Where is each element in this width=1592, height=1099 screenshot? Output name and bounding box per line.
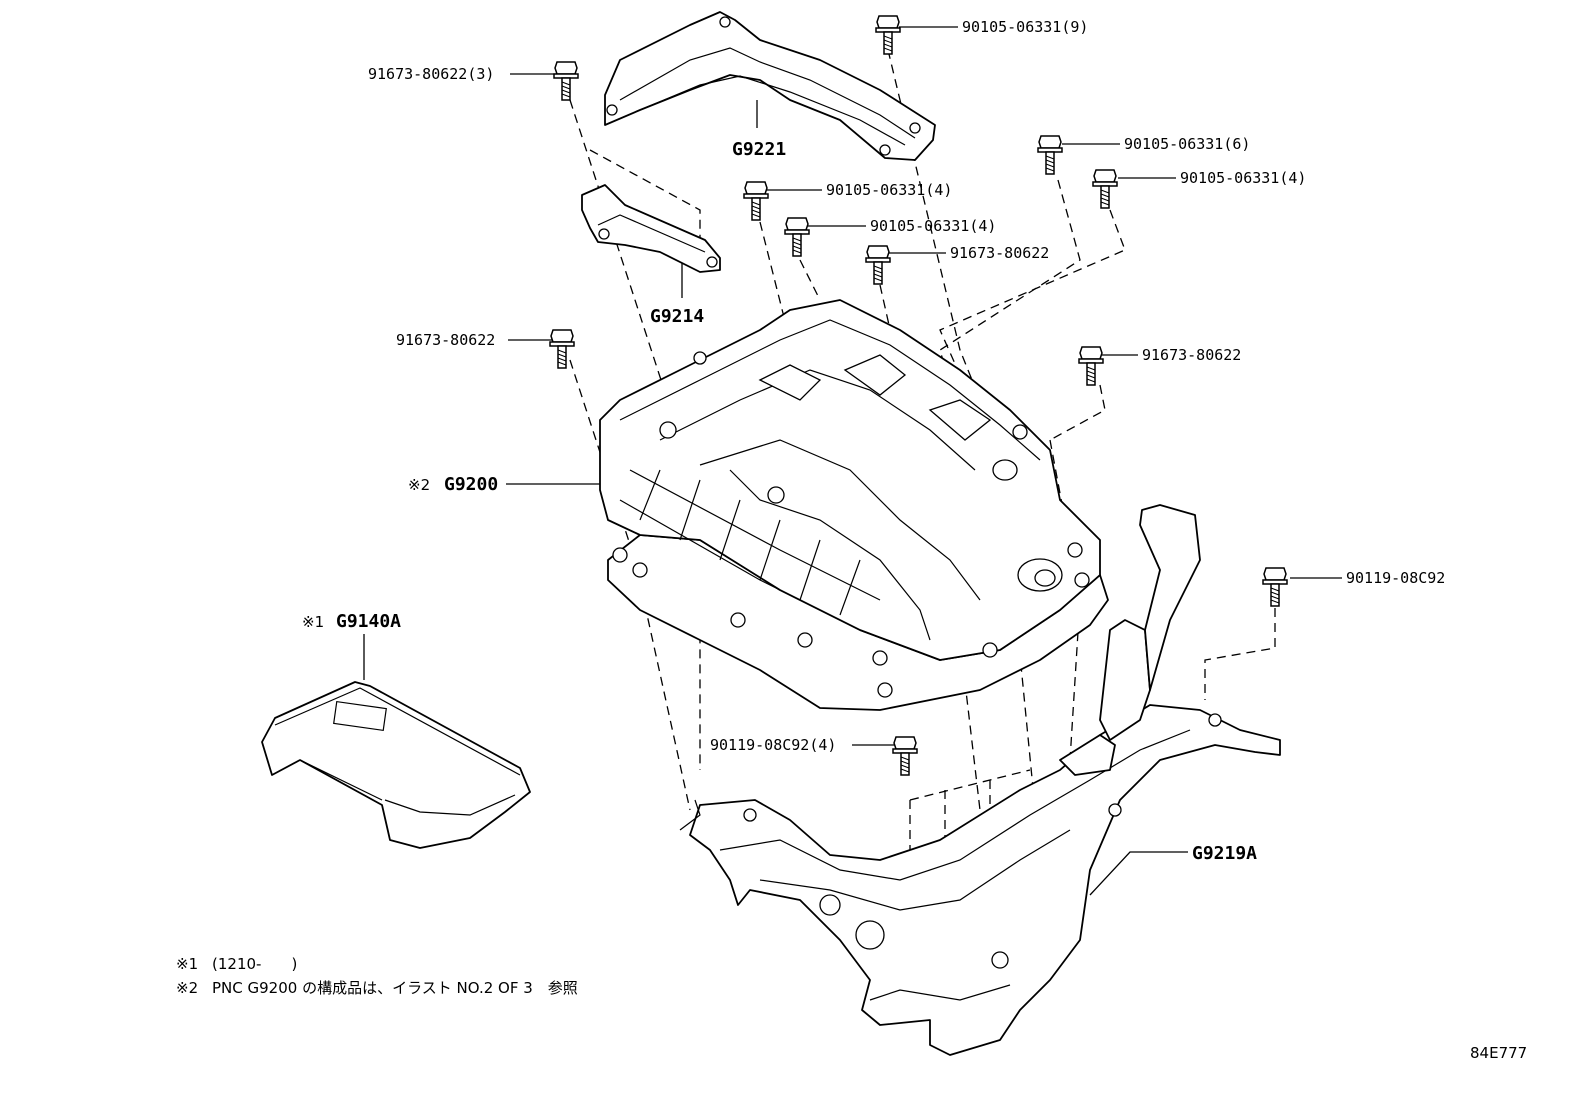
bolt-90119-08c92-4-icon <box>892 736 918 776</box>
g9200-inverter-unit <box>599 299 1109 711</box>
bolt-90105-06331-9-icon <box>875 15 901 55</box>
label-g9214: G9214 <box>650 306 704 327</box>
g9140a-cover <box>261 681 531 849</box>
label-bolt-4a: 90105-06331(4) <box>1180 169 1306 187</box>
label-g9200-mark: ※2 <box>408 476 430 494</box>
label-bolt-3: 91673-80622(3) <box>368 65 494 83</box>
note2-text: PNC G9200 の構成品は、イラスト NO.2 OF 3 参照 <box>212 979 578 997</box>
label-bolt-91673-c: 91673-80622 <box>1142 346 1241 364</box>
note1-text: (1210- ) <box>212 955 297 973</box>
label-bolt-90119-4: 90119-08C92(4) <box>710 736 836 754</box>
label-bolt-91673-a: 91673-80622 <box>950 244 1049 262</box>
label-bolt-90119: 90119-08C92 <box>1346 569 1445 587</box>
label-g9221: G9221 <box>732 139 786 160</box>
bolt-90119-08c92-icon <box>1262 567 1288 607</box>
label-bolt-91673-b: 91673-80622 <box>396 331 495 349</box>
part-labels: 90105-06331(9) 91673-80622(3) 90105-0633… <box>302 18 1445 864</box>
g9221-bracket <box>604 11 936 161</box>
bolt-90105-06331-4b-icon <box>743 181 769 221</box>
label-bolt-4c: 90105-06331(4) <box>870 217 996 235</box>
bolt-90105-06331-6-icon <box>1037 135 1063 175</box>
label-g9200: G9200 <box>444 474 498 495</box>
label-bolt-6: 90105-06331(6) <box>1124 135 1250 153</box>
g9214-bracket <box>581 184 721 273</box>
label-bolt-9: 90105-06331(9) <box>962 18 1088 36</box>
bolt-90105-06331-4c-icon <box>784 217 810 257</box>
bolt-91673-80622-a-icon <box>865 245 891 285</box>
figure-id: 84E777 <box>1470 1044 1527 1062</box>
bolt-91673-80622-c-icon <box>1078 346 1104 386</box>
note2-mark: ※2 <box>176 979 198 997</box>
note1-mark: ※1 <box>176 955 198 973</box>
leader-lines <box>363 26 1342 896</box>
g9219a-frame <box>679 504 1281 1056</box>
bolt-91673-80622-3-icon <box>553 61 579 101</box>
bolt-90105-06331-4a-icon <box>1092 169 1118 209</box>
label-g9219a: G9219A <box>1192 843 1257 864</box>
label-g9140a-mark: ※1 <box>302 613 324 631</box>
label-g9140a: G9140A <box>336 611 401 632</box>
label-bolt-4b: 90105-06331(4) <box>826 181 952 199</box>
footnotes: ※1 (1210- ) ※2 PNC G9200 の構成品は、イラスト NO.2… <box>176 955 578 997</box>
